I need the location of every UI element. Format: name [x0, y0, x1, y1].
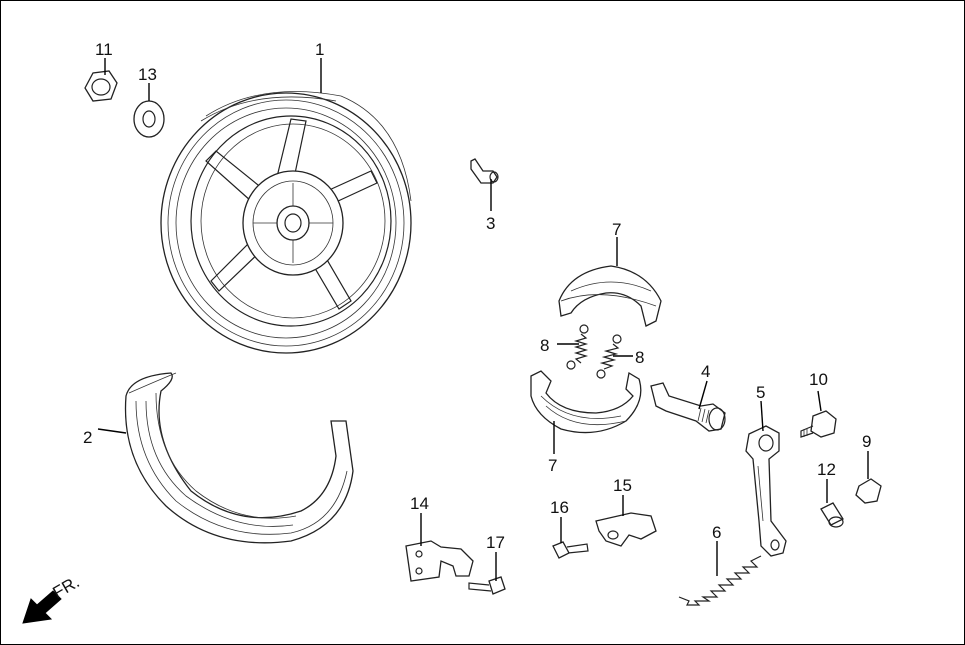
flange-bolt [800, 410, 837, 438]
label-part-16: 16 [550, 498, 569, 517]
return-spring [678, 555, 762, 606]
arrow-down-left-icon [22, 590, 62, 624]
collar [820, 502, 844, 528]
label-part-13: 13 [138, 65, 157, 84]
brake-shoe-lower [530, 370, 642, 434]
leader-lines [97, 58, 869, 581]
tire [124, 372, 354, 544]
brake-cam [650, 382, 726, 432]
label-part-15: 15 [613, 476, 632, 495]
cable-bracket [405, 540, 474, 582]
washer [133, 100, 165, 138]
hex-nut [84, 70, 118, 102]
brake-arm [745, 425, 787, 557]
bolt-16 [552, 541, 589, 559]
label-part-10: 10 [809, 370, 828, 389]
label-part-8-right: 8 [635, 348, 644, 367]
rear-wheel-rim [160, 91, 412, 354]
brake-shoe-upper [558, 265, 662, 327]
label-part-5: 5 [756, 383, 765, 402]
label-part-8-left: 8 [540, 336, 549, 355]
callout-labels: 1 2 3 7 8 8 7 4 5 10 9 12 11 13 14 17 16… [83, 40, 871, 552]
label-part-11: 11 [95, 40, 113, 59]
label-part-6: 6 [712, 523, 721, 542]
label-part-7-upper: 7 [612, 220, 621, 239]
cap-nut [855, 478, 882, 504]
label-part-7-lower: 7 [548, 456, 557, 475]
label-part-2: 2 [83, 428, 92, 447]
label-part-3: 3 [486, 214, 495, 233]
label-part-1: 1 [315, 40, 324, 59]
bolt-17 [468, 576, 506, 595]
label-part-17: 17 [486, 533, 505, 552]
label-part-9: 9 [862, 432, 871, 451]
cable-clip [595, 512, 657, 547]
clip [470, 158, 499, 184]
label-part-14: 14 [410, 494, 429, 513]
label-part-12: 12 [817, 460, 836, 479]
spring-left [566, 324, 589, 370]
spring-right [596, 334, 622, 379]
label-part-4: 4 [701, 362, 710, 381]
